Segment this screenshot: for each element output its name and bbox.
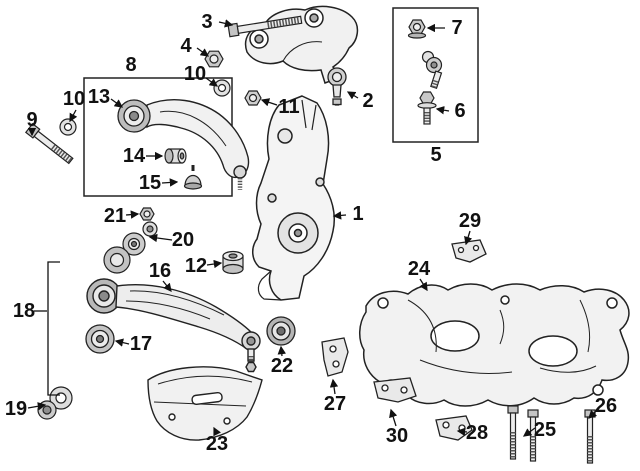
callout-17: 17 xyxy=(129,333,153,355)
part-19-washers xyxy=(37,386,73,420)
part-11-nut xyxy=(244,90,262,106)
assembly-box-5 xyxy=(392,7,479,143)
part-20-washers xyxy=(103,221,158,274)
callout-9: 9 xyxy=(26,109,38,131)
callout-15: 15 xyxy=(138,172,162,194)
part-21-nut xyxy=(139,207,155,221)
part-27-bracket xyxy=(321,337,349,377)
part-4-nut xyxy=(204,50,224,68)
callout-23: 23 xyxy=(205,433,229,455)
callout-1: 1 xyxy=(352,203,364,225)
part-29-bracket xyxy=(451,239,487,263)
callout-13: 13 xyxy=(87,86,111,108)
callout-21: 21 xyxy=(103,205,127,227)
callout-18: 18 xyxy=(12,300,36,322)
callout-4: 4 xyxy=(180,35,192,57)
callout-22: 22 xyxy=(270,355,294,377)
part-1-knuckle xyxy=(252,95,335,301)
leader-lines xyxy=(27,19,598,437)
callout-8: 8 xyxy=(125,54,137,76)
callout-5: 5 xyxy=(430,144,442,166)
part-7-nut xyxy=(407,19,427,39)
callout-14: 14 xyxy=(122,145,146,167)
callout-28: 28 xyxy=(465,422,489,444)
part-9-bolt xyxy=(24,122,74,165)
callout-3: 3 xyxy=(201,11,213,33)
callout-27: 27 xyxy=(323,393,347,415)
callout-20: 20 xyxy=(171,229,195,251)
callout-10-upper: 10 xyxy=(183,63,207,85)
part-14-bushing xyxy=(164,148,187,164)
callout-12: 12 xyxy=(184,255,208,277)
part-17-bushing xyxy=(85,324,115,354)
part-30-bracket xyxy=(373,377,417,403)
part-23-shield xyxy=(147,366,263,441)
part-rear-lower-arm xyxy=(146,99,250,190)
part-24-subframe xyxy=(359,283,630,407)
part-25-bolts xyxy=(507,405,539,462)
part-10-washer-left xyxy=(59,118,77,136)
callout-25: 25 xyxy=(533,419,557,441)
callout-29: 29 xyxy=(458,210,482,232)
callout-10-left: 10 xyxy=(62,88,86,110)
part-6-bolt xyxy=(417,91,437,125)
callout-24: 24 xyxy=(407,258,431,280)
part-26-bolt xyxy=(584,409,596,464)
callout-11: 11 xyxy=(278,96,300,118)
callout-2: 2 xyxy=(362,90,374,112)
part-15-boot xyxy=(183,165,203,190)
part-16-front-lower-arm xyxy=(86,278,261,373)
callout-30: 30 xyxy=(385,425,409,447)
callout-7: 7 xyxy=(451,17,463,39)
callout-6: 6 xyxy=(454,100,466,122)
part-22-bushing xyxy=(266,316,296,346)
part-12-bushing xyxy=(222,250,244,275)
bracket-18-line xyxy=(34,261,60,396)
callout-19: 19 xyxy=(4,398,28,420)
part-2-ball-joint xyxy=(327,67,347,106)
part-5-ball-joint xyxy=(421,50,443,90)
callout-26: 26 xyxy=(594,395,618,417)
callout-16: 16 xyxy=(148,260,172,282)
part-10-washer-upper xyxy=(213,79,231,97)
part-13-bushing xyxy=(117,99,151,133)
